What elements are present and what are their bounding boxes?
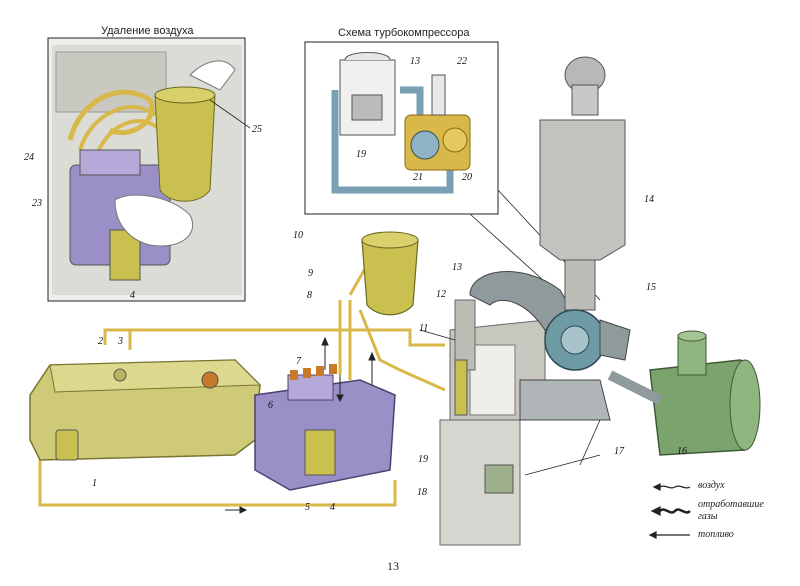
callout-6: 6 <box>268 400 273 411</box>
turbo-inset-illustration <box>304 41 601 301</box>
bleeding-inset-illustration <box>47 37 246 302</box>
callout-8: 8 <box>307 290 312 301</box>
callout-14: 14 <box>644 194 654 205</box>
legend-exhaust-label-line1: отработавшие <box>698 499 764 510</box>
callout-10: 10 <box>293 230 303 241</box>
exhaust-arrow-icon <box>659 508 691 514</box>
callout-21: 21 <box>413 172 423 183</box>
injection-pump <box>254 364 396 491</box>
turbo-inset-title: Схема турбокомпрессора <box>338 27 470 39</box>
intake-pipe <box>469 271 576 331</box>
fine-fuel-filter <box>361 231 419 316</box>
callout-4b: 4 <box>330 502 335 513</box>
callout-13a: 13 <box>410 56 420 67</box>
fuel-tank <box>29 359 262 461</box>
callout-23: 23 <box>32 198 42 209</box>
callout-4a: 4 <box>130 290 135 301</box>
callout-9: 9 <box>308 268 313 279</box>
legend-fuel-label: топливо <box>698 529 734 540</box>
callout-18: 18 <box>417 487 427 498</box>
page-number: 13 <box>387 559 399 573</box>
exhaust-silencer <box>607 330 761 456</box>
turbocharger <box>519 309 631 421</box>
callout-13b: 13 <box>452 262 462 273</box>
air-cleaner <box>539 56 626 311</box>
callout-11: 11 <box>419 323 429 334</box>
callout-12: 12 <box>436 289 446 300</box>
callout-7: 7 <box>296 356 301 367</box>
callout-17: 17 <box>614 446 624 457</box>
air-arrow-icon <box>659 485 691 489</box>
legend-air-label: воздух <box>698 480 725 491</box>
callout-19a: 19 <box>418 454 428 465</box>
flow-arrows <box>225 336 376 514</box>
callout-2: 2 <box>98 336 103 347</box>
callout-25: 25 <box>252 124 262 135</box>
callout-5: 5 <box>305 502 310 513</box>
engine-section <box>439 299 546 546</box>
callout-19b: 19 <box>356 149 366 160</box>
callout-16: 16 <box>677 446 687 457</box>
callout-3: 3 <box>118 336 123 347</box>
callout-22: 22 <box>457 56 467 67</box>
callout-24: 24 <box>24 152 34 163</box>
leader-lines <box>209 99 601 476</box>
bleeding-inset-title: Удаление воздуха <box>101 25 194 37</box>
callout-1: 1 <box>92 478 97 489</box>
legend-exhaust-label-line2: газы <box>698 511 718 522</box>
callout-20: 20 <box>462 172 472 183</box>
callout-15: 15 <box>646 282 656 293</box>
legend-glyphs <box>648 483 691 539</box>
